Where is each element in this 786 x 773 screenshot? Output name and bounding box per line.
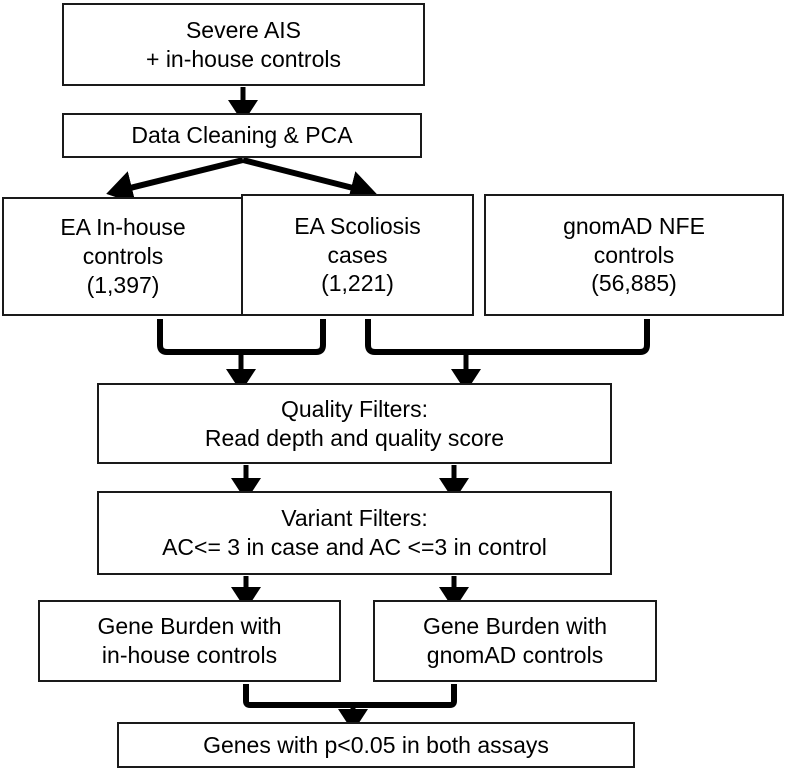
variant-filters-box[interactable]: Variant Filters: AC<= 3 in case and AC <…: [97, 491, 612, 575]
ea-controls-line-2: controls: [82, 243, 164, 270]
gnomad-line-1: gnomAD NFE: [563, 212, 705, 239]
bracket-burdens-to-result: [243, 684, 457, 708]
burden-gnomad-line-2: gnomAD controls: [426, 642, 604, 668]
bracket-ea-pair-to-quality-filters: [157, 319, 326, 355]
burden-inhouse-line-2: in-house controls: [101, 642, 278, 668]
gnomad-count: (56,885): [591, 270, 677, 297]
data-cleaning-label: Data Cleaning & PCA: [131, 122, 353, 149]
quality-filters-box[interactable]: Quality Filters: Read depth and quality …: [97, 383, 612, 464]
ea-controls-line-1: EA In-house: [60, 214, 186, 241]
ea-in-house-controls-box[interactable]: EA In-house controls (1,397): [2, 197, 244, 316]
cohort-line-2: + in-house controls: [146, 45, 341, 72]
variant-filters-detail: AC<= 3 in case and AC <=3 in control: [162, 534, 547, 560]
gene-burden-in-house-box[interactable]: Gene Burden with in-house controls: [38, 600, 341, 682]
arrow-cleaning-to-ea-controls: [106, 157, 244, 204]
result-genes-box[interactable]: Genes with p<0.05 in both assays: [117, 722, 635, 768]
burden-gnomad-line-1: Gene Burden with: [422, 613, 608, 640]
ea-cases-line-1: EA Scoliosis: [294, 212, 421, 239]
ea-controls-count: (1,397): [86, 271, 160, 298]
quality-filters-title: Quality Filters:: [281, 395, 428, 422]
result-label: Genes with p<0.05 in both assays: [203, 731, 549, 758]
gnomad-line-2: controls: [593, 241, 675, 268]
cohort-box[interactable]: Severe AIS + in-house controls: [62, 3, 425, 86]
cohort-line-1: Severe AIS: [185, 16, 302, 43]
gene-burden-gnomad-box[interactable]: Gene Burden with gnomAD controls: [373, 600, 657, 682]
ea-scoliosis-cases-box[interactable]: EA Scoliosis cases (1,221): [241, 194, 474, 316]
quality-filters-detail: Read depth and quality score: [204, 424, 505, 451]
arrow-cleaning-to-ea-cases: [242, 157, 377, 204]
ea-cases-count: (1,221): [321, 270, 394, 297]
gnomad-nfe-controls-box[interactable]: gnomAD NFE controls (56,885): [484, 194, 784, 316]
data-cleaning-pca-box[interactable]: Data Cleaning & PCA: [62, 113, 422, 158]
variant-filters-title: Variant Filters:: [281, 505, 428, 532]
burden-inhouse-line-1: Gene Burden with: [97, 613, 282, 640]
bracket-cases-gnomad-to-quality-filters: [365, 319, 650, 355]
ea-cases-line-2: cases: [327, 241, 388, 268]
